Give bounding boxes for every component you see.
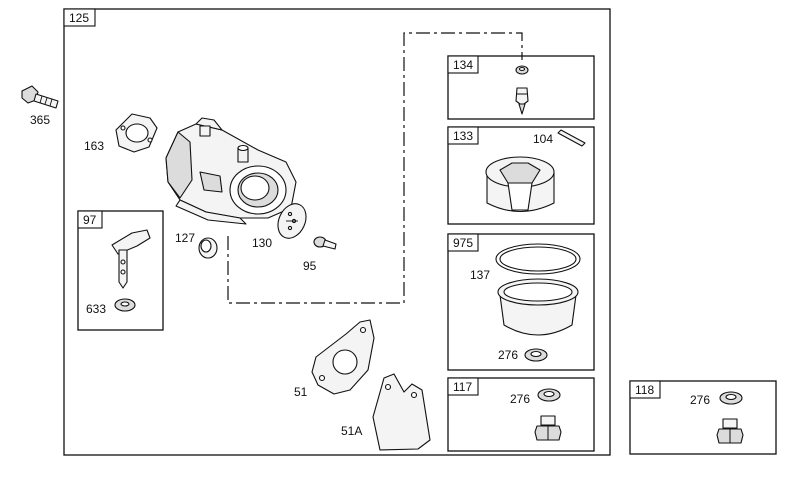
part-label-104: 104 — [533, 132, 553, 146]
throttle-shaft-part — [111, 229, 151, 289]
kit-label-134: 134 — [453, 58, 473, 72]
leader-line-float-kit — [227, 32, 523, 304]
float-bowl-part — [495, 243, 581, 336]
kit-label-975: 975 — [453, 236, 473, 250]
bowl-washer-part — [524, 348, 548, 362]
part-label-276-118: 276 — [690, 393, 710, 407]
part-label-95: 95 — [303, 259, 317, 273]
bowl-nut-washer-118 — [719, 391, 743, 405]
float-part — [485, 156, 555, 212]
welch-plug-part — [198, 237, 218, 259]
kit-box-118 — [629, 380, 777, 455]
assembly-frame-125 — [63, 8, 611, 456]
part-label-137: 137 — [470, 268, 490, 282]
part-label-276-117: 276 — [510, 392, 530, 406]
bowl-nut-117 — [534, 415, 562, 441]
kit-box-97 — [77, 210, 164, 331]
kit-label-97: 97 — [83, 213, 97, 227]
throttle-seal-part — [114, 298, 136, 312]
kit-box-134 — [447, 55, 595, 120]
kit-label-117: 117 — [453, 380, 472, 394]
kit-box-975 — [447, 233, 595, 371]
kit-label-118: 118 — [635, 383, 654, 397]
kit-box-117 — [447, 377, 595, 452]
kit-label-133: 133 — [453, 129, 473, 143]
kit-box-133 — [447, 126, 595, 225]
float-pin-part — [557, 129, 586, 147]
assembly-tag-125: 125 — [63, 8, 96, 27]
part-label-127: 127 — [175, 231, 195, 245]
part-label-163: 163 — [84, 139, 104, 153]
part-label-51a: 51A — [341, 424, 362, 438]
carburetor-gasket-part — [311, 319, 375, 395]
throttle-plate-screw-part — [313, 236, 337, 250]
part-label-130: 130 — [252, 236, 272, 250]
carburetor-body-part — [165, 117, 297, 225]
bowl-nut-washer-117 — [537, 388, 561, 402]
part-label-276-bowl: 276 — [498, 348, 518, 362]
part-label-51: 51 — [294, 385, 308, 399]
mounting-bolt-part — [21, 85, 59, 109]
assembly-label-125: 125 — [69, 11, 89, 25]
part-label-633: 633 — [86, 302, 106, 316]
intake-gasket-part — [115, 113, 158, 153]
bowl-nut-118 — [716, 418, 744, 444]
float-needle-part — [515, 65, 529, 115]
part-label-365: 365 — [30, 113, 50, 127]
carburetor-insulator-part — [372, 373, 431, 451]
throttle-plate-part — [277, 203, 307, 239]
